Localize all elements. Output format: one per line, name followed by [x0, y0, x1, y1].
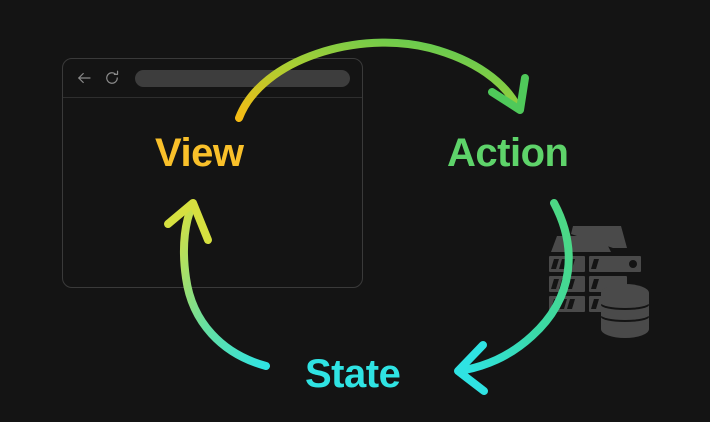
node-label-action: Action	[447, 131, 569, 175]
node-label-state: State	[305, 352, 401, 396]
reload-icon[interactable]	[103, 69, 121, 87]
browser-toolbar	[63, 59, 362, 98]
address-bar[interactable]	[135, 69, 350, 87]
node-label-view: View	[155, 131, 244, 175]
database-icon	[598, 283, 652, 339]
browser-viewport	[63, 98, 362, 287]
back-arrow-icon[interactable]	[75, 69, 93, 87]
